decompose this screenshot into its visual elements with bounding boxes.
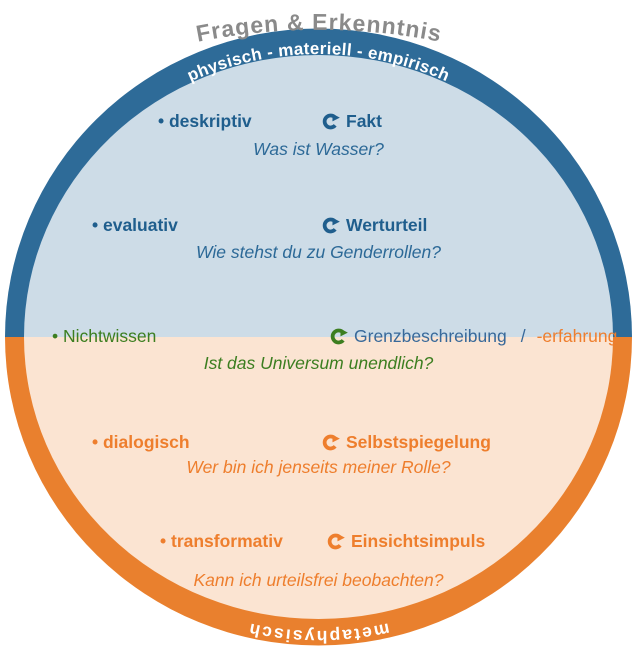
cycle-arrow-icon [322, 113, 340, 130]
circle-fill-top [24, 55, 613, 337]
question-genderrollen: Wie stehst du zu Genderrollen? [196, 242, 441, 262]
result-label: Einsichtsimpuls [351, 531, 486, 551]
mode-label-dialogisch: • dialogisch [92, 432, 190, 452]
circle-fill-bottom [24, 337, 613, 619]
result-label: Selbstspiegelung [346, 432, 491, 452]
mode-label-transformativ: • transformativ [160, 531, 283, 551]
mode-label-deskriptiv: • deskriptiv [158, 111, 252, 131]
cycle-arrow-icon [322, 434, 340, 451]
question-universum: Ist das Universum unendlich? [203, 353, 434, 373]
result-werturteil: Werturteil [322, 215, 428, 235]
question-rolle: Wer bin ich jenseits meiner Rolle? [186, 457, 451, 477]
result-label-primary: Grenzbeschreibung [354, 326, 507, 346]
cycle-arrow-icon [327, 533, 345, 550]
result-fakt: Fakt [322, 111, 382, 131]
result-einsichtsimpuls: Einsichtsimpuls [327, 531, 486, 551]
question-beobachten: Kann ich urteilsfrei beobachten? [193, 570, 444, 590]
cycle-arrow-icon [322, 217, 340, 234]
result-selbstspiegelung: Selbstspiegelung [322, 432, 491, 452]
cycle-arrow-icon [330, 328, 348, 345]
result-label: Werturteil [346, 215, 428, 235]
result-grenzbeschreibung: Grenzbeschreibung / -erfahrung [330, 326, 618, 346]
result-label: Fakt [346, 111, 382, 131]
question-wasser: Was ist Wasser? [253, 139, 384, 159]
mode-label-nichtwissen: • Nichtwissen [52, 326, 157, 346]
result-divider: / [520, 326, 526, 346]
result-label-secondary: -erfahrung [536, 326, 618, 346]
mode-label-evaluativ: • evaluativ [92, 215, 178, 235]
